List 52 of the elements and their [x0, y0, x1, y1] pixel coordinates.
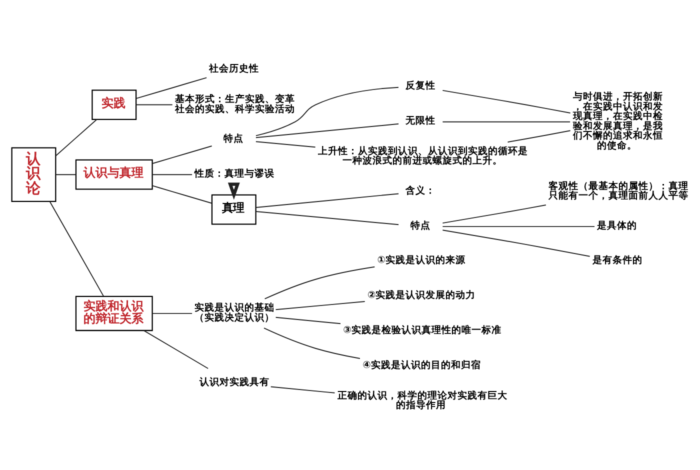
connector: [442, 229, 590, 256]
connector: [152, 174, 193, 175]
connector: [275, 300, 366, 310]
node-box: 认识论: [11, 146, 56, 202]
connector: [442, 89, 571, 113]
connector: [255, 192, 400, 208]
node-box: 实践和认识的辩证关系: [75, 295, 153, 331]
connector: [442, 120, 571, 122]
connector: [143, 330, 209, 368]
connector: [136, 104, 173, 105]
connector: [442, 204, 546, 224]
connector: [152, 144, 212, 164]
connector: [442, 226, 596, 227]
node-text: 反复性: [406, 80, 436, 92]
node-text: 性质：真理与谬误: [194, 168, 275, 179]
node-box: 实践: [92, 89, 137, 120]
connector: [255, 140, 316, 148]
node-box: 认识与真理: [75, 158, 153, 190]
connector: [270, 386, 336, 393]
connector: [55, 118, 98, 156]
connector: [49, 200, 104, 296]
node-text: 正确的认识，科学的理论对实践有巨大的指导作用: [337, 390, 508, 411]
node-text: 是有条件的: [592, 254, 642, 266]
node-text: 特点: [410, 220, 430, 231]
connector: [136, 76, 208, 98]
node-text: ①实践是认识的来源: [377, 254, 466, 266]
connector: [255, 210, 400, 225]
node-text: 基本形式：生产实践、变革社会的实践、科学实验活动: [175, 94, 296, 114]
node-text: 客观性（最基本的属性）：真理只能有一个，真理面前人人平等: [548, 180, 689, 202]
node-text: 是具体的: [597, 220, 638, 231]
connector: [152, 312, 193, 314]
node-text: 实践是认识的基础（实践决定认识）: [194, 302, 275, 323]
node-text: 无限性: [406, 115, 436, 126]
node-text: 与时俱进，开拓创新，在实践中认识和发现真理，在实践中检验和发展真理，是我们不懈的追求和永恒的使命。: [572, 91, 663, 151]
node-text: 上升性：从实践到认识、从认识到实践的循环是一种波浪式的前进或螺旋式的上升。: [318, 145, 528, 166]
arrow: [228, 182, 240, 200]
connector: [507, 130, 571, 142]
node-text: ④实践是认识的目的和归宿: [362, 359, 481, 370]
node-text: ③实践是检验认识真理性的唯一标准: [343, 324, 502, 336]
node-text: 认识对实践具有: [199, 376, 270, 388]
connector: [55, 174, 76, 175]
connector: [264, 266, 376, 299]
node-text: 含义：: [406, 184, 436, 196]
connector: [275, 316, 341, 324]
node-text: ②实践是认识发展的动力: [367, 290, 476, 301]
connector: [152, 184, 212, 204]
connector: [255, 122, 400, 138]
connector: [264, 327, 360, 358]
node-text: 特点: [224, 132, 244, 144]
node-box: 真理: [211, 194, 256, 224]
node-text: 社会历史性: [209, 63, 260, 74]
connector: [255, 86, 399, 136]
